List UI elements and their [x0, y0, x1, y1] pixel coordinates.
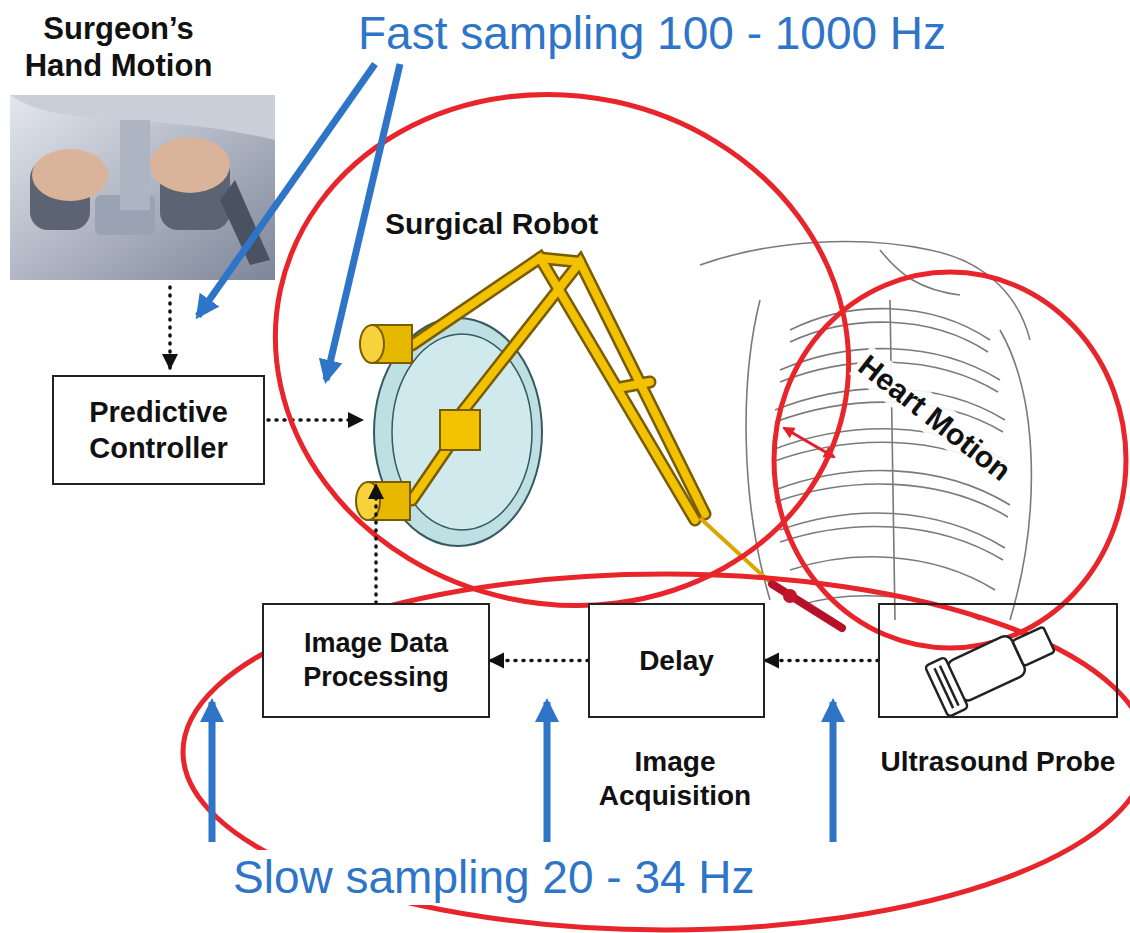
- probe-icon-part: [925, 657, 969, 717]
- robot-illustration-part-part: [448, 262, 705, 514]
- signal-connector: [374, 485, 378, 603]
- signal-connector: [765, 659, 878, 663]
- ribcage-sketch-part: [780, 527, 1003, 560]
- controller-box: Predictive Controller: [52, 375, 265, 485]
- sampling-note: Slow sampling 20 - 34 Hz: [230, 850, 758, 905]
- delay-box: Delay: [588, 603, 765, 718]
- ribcage-sketch-part: [780, 513, 1005, 548]
- ribcage-sketch-part: [746, 300, 770, 600]
- probe-icon-part: [1012, 626, 1055, 666]
- node-text: Image Data Processing: [272, 627, 480, 695]
- robot-illustration-part: [440, 410, 480, 450]
- surgeon-photo-part: [32, 149, 108, 201]
- probe-box: Ultrasound Probe: [878, 603, 1118, 718]
- ribcage-sketch-part: [700, 242, 1030, 340]
- signal-arrow-part: [268, 418, 362, 422]
- process-box: Image Data Processing: [262, 603, 490, 718]
- pointer-arrow-part: [830, 702, 837, 842]
- surgeon-photo-part: [150, 137, 230, 193]
- pointer-arrow-part: [209, 702, 216, 842]
- highlight-ellipse-part: [183, 574, 1130, 930]
- robot-illustration-part-part: [540, 258, 580, 262]
- ribcage-sketch: [700, 242, 1031, 620]
- node-text: Delay: [639, 643, 714, 678]
- probe-icon-part: [940, 666, 959, 706]
- signal-arrow-part: [168, 287, 172, 368]
- surgeon-photo-part: [10, 95, 275, 280]
- robot-illustration-part: [412, 258, 705, 520]
- figure-heading: Surgeon’s Hand Motion: [8, 10, 229, 84]
- motion-arrow: [784, 428, 834, 457]
- robot-illustration-part: [412, 258, 705, 520]
- node-text: Ultrasound Probe: [880, 744, 1116, 779]
- probe-icon: [925, 614, 1061, 717]
- surgeon-photo-part: [120, 120, 150, 210]
- highlight-ellipse-part: [774, 272, 1126, 648]
- stage-label: Image Acquisition: [582, 745, 768, 812]
- sampling-note: Fast sampling 100 - 1000 Hz: [355, 6, 949, 61]
- part-label: Surgical Robot: [382, 206, 601, 242]
- pointer-arrow: [198, 64, 833, 842]
- signal-connector: [490, 659, 588, 663]
- robot-illustration-part: [772, 584, 842, 628]
- robot-illustration-part-part: [618, 382, 650, 388]
- robot-illustration-part: [783, 589, 797, 603]
- ribcage-sketch-part: [890, 300, 895, 620]
- surgeon-photo: [10, 95, 275, 280]
- node-text: Predictive Controller: [62, 394, 255, 467]
- robot-illustration-part: [360, 325, 384, 363]
- pointer-arrow-part: [544, 702, 551, 842]
- highlight-ellipse: [183, 42, 1130, 930]
- robot-illustration-part-part: [540, 258, 580, 262]
